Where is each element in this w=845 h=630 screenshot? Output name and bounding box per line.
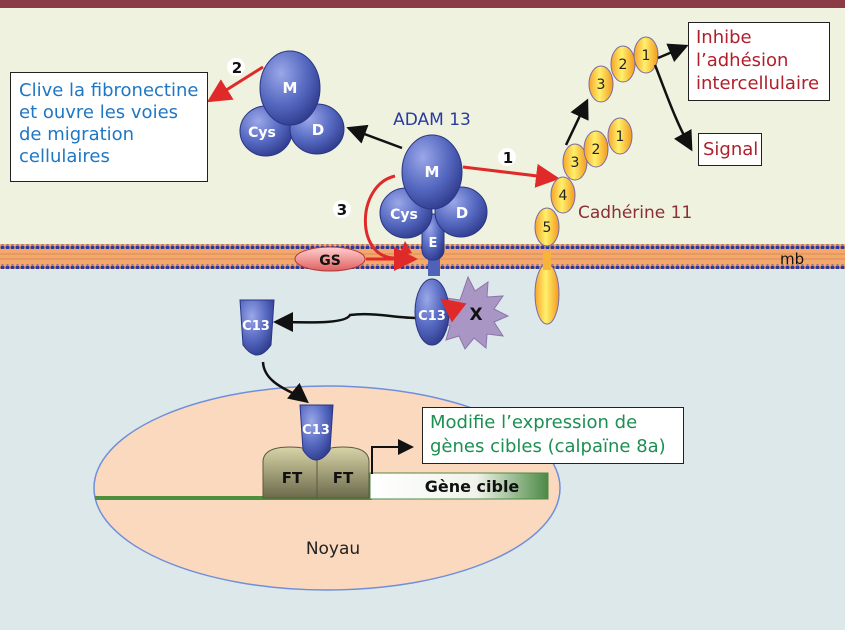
- arrow-signal: [653, 64, 693, 152]
- cadherin-domain-4: [550, 176, 576, 214]
- cadherin-num-2b: 2: [619, 57, 628, 73]
- cadherin-domain-3b: [588, 65, 614, 103]
- ft-label-1: FT: [282, 469, 303, 487]
- cadherin-tm: [543, 252, 551, 270]
- signal-box: Signal: [698, 133, 762, 166]
- transcription-arrow: [371, 439, 414, 474]
- gs-label: GS: [319, 253, 341, 269]
- c13-cytoplasmic: [239, 299, 275, 356]
- step-3-badge: [333, 200, 351, 218]
- top-bar: [0, 0, 845, 8]
- e-domain-label: E: [429, 236, 438, 251]
- step-1-label: 1: [503, 149, 513, 167]
- c13-cytoplasmic-label: C13: [242, 319, 270, 334]
- cadherin-11: [534, 36, 659, 325]
- step-3-label: 3: [337, 201, 347, 219]
- shed-cys-label: Cys: [248, 125, 276, 141]
- arrow-shedding: [346, 124, 403, 150]
- arrow-x-cleaves: [440, 298, 467, 323]
- step-1-badge: [498, 148, 516, 166]
- cadherin-num-3a: 3: [571, 155, 580, 171]
- cadherin-domain-2a: [583, 130, 609, 168]
- gene-expression-box: Modifie l’expression de gènes cibles (ca…: [422, 407, 684, 464]
- transmembrane-segment: [428, 256, 440, 276]
- cys-domain-label: Cys: [390, 207, 418, 223]
- cadherin-num-1b: 1: [642, 48, 651, 64]
- arrow-c13-to-nucleus: [261, 361, 309, 404]
- ft-label-2: FT: [333, 469, 354, 487]
- membrane-label: mb: [780, 250, 804, 268]
- cadherin-domain-3a: [562, 143, 588, 181]
- arrow-step-2: [206, 65, 264, 103]
- cadherin-domain-5: [534, 207, 560, 247]
- shed-m-label: M: [283, 79, 298, 97]
- step-2-label: 2: [232, 59, 242, 77]
- shed-m-domain: [259, 50, 321, 126]
- cadherin-label: Cadhérine 11: [578, 203, 692, 223]
- cadherin-num-1a: 1: [616, 129, 625, 145]
- cadherin-num-2a: 2: [592, 142, 601, 158]
- m-domain: [401, 134, 463, 210]
- x-factor-label: X: [469, 305, 482, 325]
- arrow-loop-head: [399, 241, 412, 256]
- c13-nuclear: [299, 404, 334, 461]
- arrow-loop-3: [364, 174, 396, 260]
- shed-d-label: D: [312, 121, 324, 139]
- cadherin-tail: [534, 263, 560, 325]
- arrow-c13-release: [273, 312, 419, 333]
- step-2-badge: [227, 58, 245, 76]
- cadherin-num-3b: 3: [597, 77, 606, 93]
- nucleus-label: Noyau: [306, 539, 360, 559]
- cadherin-domain-2b: [610, 45, 636, 83]
- gamma-secretase: [294, 246, 366, 272]
- arrow-step-1: [462, 163, 560, 188]
- c13-nuclear-label: C13: [302, 423, 330, 438]
- cadherin-num-4: 4: [559, 188, 568, 204]
- fibronectin-cleavage-box: Clive la fibronectine et ouvre les voies…: [10, 72, 208, 182]
- cadherin-num-5: 5: [543, 220, 552, 236]
- c13-domain-label: C13: [418, 309, 446, 324]
- cadherin-domain-1b: [633, 36, 659, 74]
- adam13-label: ADAM 13: [393, 110, 471, 130]
- cadherin-domain-1a: [607, 117, 633, 155]
- inhibit-adhesion-box: Inhibe l’adhésion intercellulaire: [688, 22, 830, 101]
- d-domain-label: D: [456, 204, 468, 222]
- target-gene: [369, 472, 549, 500]
- m-domain-label: M: [425, 163, 440, 181]
- arrow-cadherin-shed: [564, 98, 589, 146]
- target-gene-label: Gène cible: [425, 477, 520, 496]
- arrow-inhibit: [657, 43, 689, 63]
